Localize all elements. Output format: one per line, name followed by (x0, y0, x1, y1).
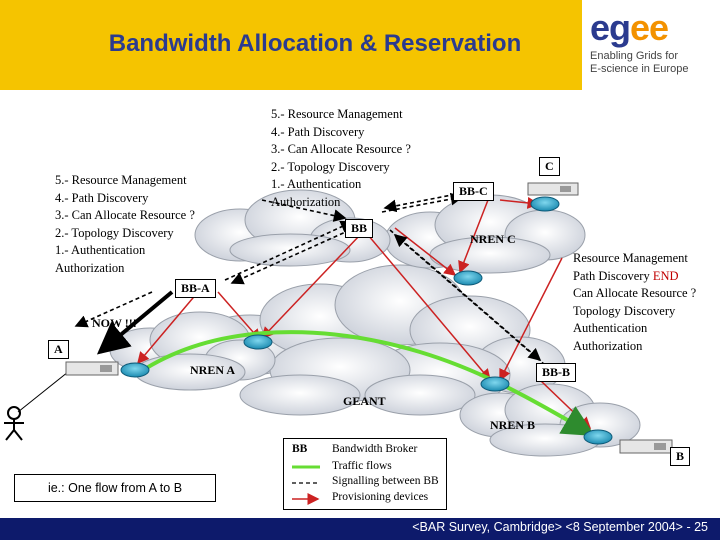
nren-b-label: NREN B (490, 418, 536, 432)
step-path-discovery-text: Path Discovery (573, 268, 650, 283)
router-icon (583, 429, 613, 445)
step-item: Resource Management (573, 251, 688, 265)
step-item: Authorization (271, 194, 341, 209)
footer-text: <BAR Survey, Cambridge> <8 September 200… (412, 520, 708, 534)
step-item: 2.- Topology Discovery (271, 159, 390, 174)
step-item: 5.- Resource Management (55, 173, 187, 187)
geant-label: GEANT (343, 394, 386, 408)
steps-left-list: 5.- Resource Management 4.- Path Discove… (55, 172, 195, 277)
node-b-label: B (670, 447, 691, 466)
step-item: 1.- Authentication (271, 177, 362, 191)
step-item: Authorization (573, 338, 643, 353)
step-item: 2.- Topology Discovery (55, 225, 174, 240)
legend-provisioning: Provisioning devices (332, 491, 429, 503)
user-link-line (17, 371, 69, 413)
node-a-label: A (48, 340, 69, 359)
legend-swatches (292, 465, 320, 505)
node-bb-b-label: BB-B (536, 363, 577, 382)
router-icon (480, 376, 510, 392)
legend-traffic: Traffic flows (332, 460, 392, 472)
host-icon-a (65, 361, 119, 376)
logo-wordmark: egee (590, 10, 712, 46)
router-icon (530, 196, 560, 212)
router-icon (120, 362, 150, 378)
egee-logo: egee Enabling Grids for E-science in Eur… (590, 10, 712, 85)
step-item: Topology Discovery (573, 303, 676, 318)
provisioning-arrows (137, 196, 592, 430)
step-item: Authorization (55, 260, 125, 275)
now-arrow (96, 290, 174, 355)
step-item: 4.- Path Discovery (55, 190, 149, 205)
legend-bb-key: BB (292, 443, 308, 455)
nren-c-label: NREN C (470, 232, 516, 246)
end-marker: END (652, 268, 679, 283)
cloud-nren-c (384, 194, 586, 274)
steps-right-list: Resource Management Path Discovery END C… (573, 250, 696, 355)
legend-signalling: Signalling between BB (332, 475, 439, 487)
step-item: Authentication (573, 321, 648, 335)
traffic-flow (138, 330, 595, 437)
slide-title: Bandwidth Allocation & Reservation (108, 30, 522, 57)
step-item-path-discovery: Path Discovery END (573, 268, 696, 286)
legend-bb-value: Bandwidth Broker (332, 443, 418, 455)
user-figure-icon (4, 406, 24, 441)
host-icon-b (619, 439, 673, 454)
node-c-label: C (539, 157, 560, 176)
step-item: Can Allocate Resource ? (573, 286, 697, 300)
logo-tagline-1: Enabling Grids for (590, 50, 679, 62)
step-item: 5.- Resource Management (271, 107, 403, 121)
logo-tagline-2: E-science in Europe (590, 63, 689, 75)
router-icon (243, 334, 273, 350)
node-bb-c-label: BB-C (453, 182, 494, 201)
steps-top-list: 5.- Resource Management 4.- Path Discove… (271, 106, 411, 211)
caption-box: ie.: One flow from A to B (14, 474, 216, 502)
step-item: 3.- Can Allocate Resource ? (271, 142, 411, 156)
nren-a-label: NREN A (190, 363, 236, 377)
legend: BB Bandwidth Broker Traffic flows Signal… (283, 438, 447, 510)
step-item: 3.- Can Allocate Resource ? (55, 208, 195, 222)
logo-word-part-a: eg (590, 7, 631, 48)
step-item: 4.- Path Discovery (271, 124, 365, 139)
logo-word-part-b: ee (630, 7, 669, 48)
header-band (0, 0, 582, 90)
signalling-lines (74, 192, 546, 366)
step-item: 1.- Authentication (55, 243, 146, 257)
cloud-nren-b (459, 383, 641, 457)
router-icon (453, 270, 483, 286)
now-label: NOW !!! (92, 316, 137, 330)
host-icon-c (527, 182, 579, 196)
footer-bar: <BAR Survey, Cambridge> <8 September 200… (0, 518, 720, 540)
node-bb-label: BB (345, 219, 374, 238)
node-bb-a-label: BB-A (175, 279, 216, 298)
